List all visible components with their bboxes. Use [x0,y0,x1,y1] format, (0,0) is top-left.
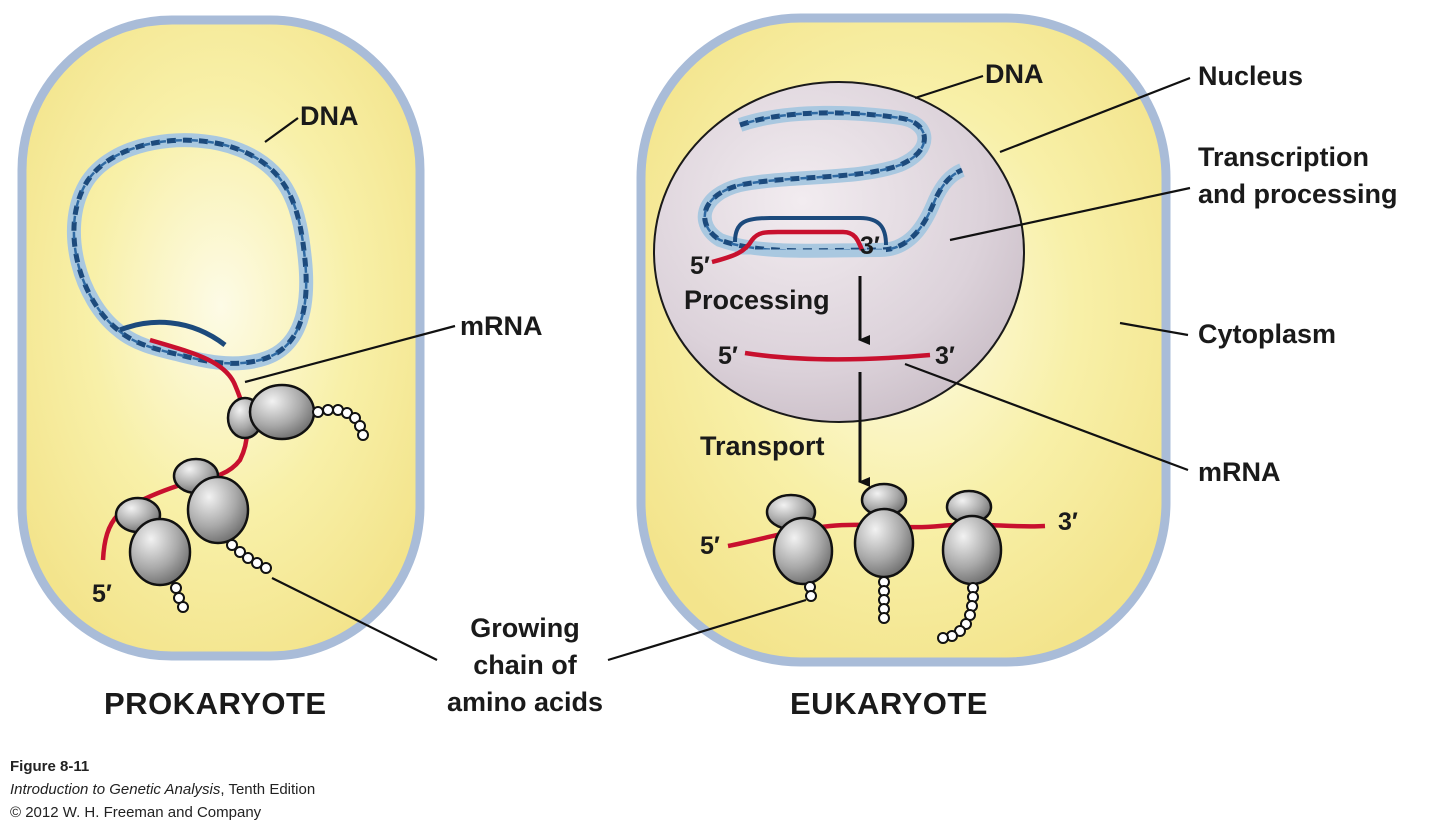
book-title: Introduction to Genetic Analysis [10,781,221,798]
growing-chain-label: Growing chain of amino acids [430,610,620,721]
leader-lines [244,74,1191,662]
transcription-line-1: Transcription [1198,142,1370,172]
prokaryote-ribosomes [114,383,369,613]
pre-mrna-strand [711,229,865,265]
cytoplasm-label: Cytoplasm [1198,319,1337,349]
prokaryote-five-prime-label: 5′ [92,580,112,608]
eukaryote-nucleus-three-prime: 3′ [860,232,880,260]
cytoplasm-five-prime-label: 5′ [700,532,720,560]
eukaryote-dna [697,105,966,258]
processing-label: Processing [684,285,830,315]
transcription-label: Transcription and processing [1198,139,1398,213]
mrna-three-prime-label: 3′ [935,342,955,370]
eukaryote-mrna-label: mRNA [1198,457,1281,487]
transcription-line-2: and processing [1198,179,1398,209]
nucleus-label: Nucleus [1198,61,1304,91]
prokaryote-dna-label: DNA [300,101,359,131]
book-credit: Introduction to Genetic Analysis, Tenth … [10,780,315,799]
cytoplasm-three-prime-label: 3′ [1058,508,1078,536]
book-edition: , Tenth Edition [220,781,316,798]
prokaryote-dna [66,133,314,371]
growing-chain-line-1: Growing [470,613,580,643]
prokaryote-mrna-label: mRNA [460,311,543,341]
prokaryote-title: PROKARYOTE [104,686,327,721]
figure-number: Figure 8-11 [10,758,90,775]
transport-label: Transport [700,431,825,461]
eukaryote-title: EUKARYOTE [790,686,988,721]
copyright: © 2012 W. H. Freeman and Company [10,804,262,821]
prokaryote-cell-membrane [17,15,425,661]
eukaryote-dna-label: DNA [985,59,1044,89]
growing-chain-line-2: chain of [473,650,577,680]
processed-mrna-strand [744,350,931,362]
prokaryote-cell [17,15,425,661]
mrna-five-prime-label: 5′ [718,342,738,370]
growing-chain-line-3: amino acids [446,687,604,717]
eukaryote-nucleus-five-prime: 5′ [690,252,710,280]
eukaryote-ribosomes [765,482,1003,644]
